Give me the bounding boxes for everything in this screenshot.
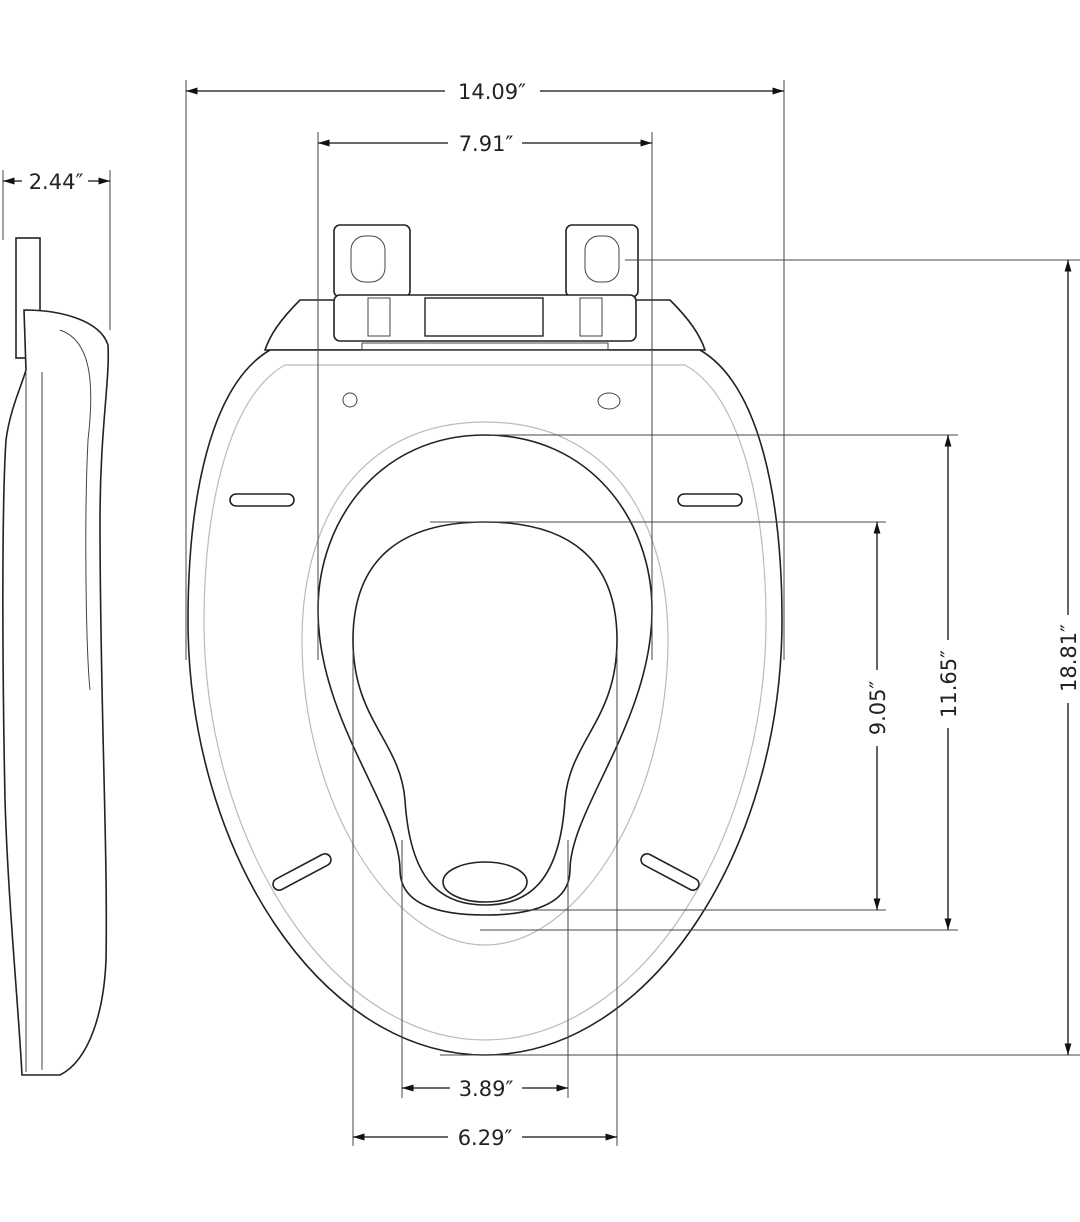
logo-marks xyxy=(342,392,621,410)
extension-lines xyxy=(2,80,1080,1146)
dim-side-height: 2.44″ xyxy=(29,170,84,194)
side-view xyxy=(2,237,110,1076)
badge-logo-icon xyxy=(597,392,621,410)
dim-overall-width: 14.09″ xyxy=(458,80,526,104)
bumper-slots xyxy=(229,493,743,892)
seat-front-view xyxy=(187,224,783,1056)
dim-inner-opening-length: 9.05″ xyxy=(866,681,890,736)
dim-hinge-width: 7.91″ xyxy=(459,132,514,156)
dim-inner-opening-width: 6.29″ xyxy=(458,1126,513,1150)
drain-hole xyxy=(442,861,528,903)
dimension-labels: 14.09″ 7.91″ 2.44″ 18.81″ 11.65″ 9.05″ 3… xyxy=(22,78,1080,1150)
brand-logo-icon xyxy=(342,392,358,408)
hinge xyxy=(333,224,639,351)
dim-outer-opening-length: 11.65″ xyxy=(937,650,961,718)
dim-inner-narrow-width: 3.89″ xyxy=(459,1077,514,1101)
dim-overall-length: 18.81″ xyxy=(1057,624,1080,692)
